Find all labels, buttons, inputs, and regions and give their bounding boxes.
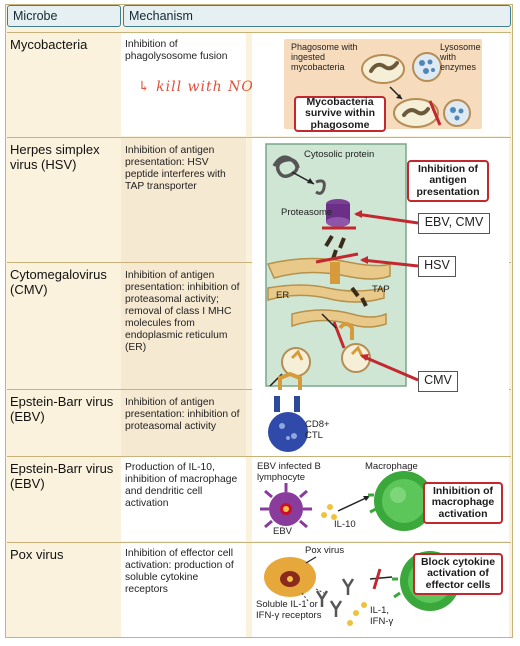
- mechanism-text: Production of IL-10, inhibition of macro…: [125, 462, 238, 509]
- cytokine-block-callout: Block cytokine activation of effector ce…: [413, 553, 503, 595]
- mycobacteria-callout: Mycobacteria survive within phagosome: [294, 96, 386, 132]
- proteasome-label: Proteasome: [281, 207, 333, 218]
- mechanism-cell: [121, 457, 246, 541]
- row-divider: [7, 542, 511, 543]
- tag-hsv: HSV: [418, 256, 456, 277]
- mechanism-text: Inhibition of phagolysosome fusion: [125, 39, 228, 62]
- mechanism-text: Inhibition of antigen presentation: inhi…: [125, 397, 240, 432]
- microbe-name: Epstein-Barr virus (EBV): [10, 461, 114, 491]
- antigen-presentation-diagram: [265, 143, 419, 452]
- mechanism-column-shade: [121, 137, 246, 456]
- macrophage-inhibition-callout: Inhibition of macrophage activation: [423, 482, 503, 524]
- row-divider: [7, 456, 511, 457]
- row-divider: [7, 137, 511, 138]
- macrophage-label: Macrophage: [365, 461, 418, 472]
- er-label: ER: [276, 290, 290, 301]
- ebv-infected-b-cell-label: EBV infected B lymphocyte: [257, 461, 321, 483]
- cytokines-label: IL-1, IFN-γ: [370, 605, 394, 627]
- lysosome-label: Lysosome with enzymes: [440, 42, 481, 72]
- microbe-name: Herpes simplex virus (HSV): [10, 142, 100, 172]
- microbe-name: Mycobacteria: [10, 37, 88, 52]
- microbe-name: Cytomegalovirus (CMV): [10, 267, 107, 297]
- mechanism-cell: [121, 543, 246, 637]
- ebv-label: EBV: [273, 526, 293, 537]
- soluble-receptors-label: Soluble IL-1 or IFN-γ receptors: [256, 599, 322, 621]
- phagosome-label: Phagosome with ingested mycobacteria: [291, 42, 358, 72]
- mechanism-text: Inhibition of antigen presentation: HSV …: [125, 145, 226, 192]
- pox-virus-label: Pox virus: [305, 545, 345, 556]
- ebv-il10-diagram: [260, 471, 434, 531]
- column-header-mechanism: Mechanism: [123, 5, 511, 27]
- row-divider: [7, 32, 511, 33]
- column-header-microbe: Microbe: [7, 5, 121, 27]
- mechanism-text: Inhibition of effector cell activation: …: [125, 548, 234, 595]
- tap-label: TAP: [372, 284, 390, 295]
- cd8-ctl-label: CD8+ CTL: [305, 419, 330, 441]
- handwritten-annotation: ↳ kill with NO: [138, 79, 254, 95]
- il10-label: IL-10: [334, 519, 356, 530]
- antigen-presentation-callout: Inhibition of antigen presentation: [407, 160, 489, 202]
- microbe-name: Pox virus: [10, 547, 64, 562]
- tag-cmv: CMV: [418, 371, 458, 392]
- mechanism-cell: [121, 33, 246, 136]
- microbe-name: Epstein-Barr virus (EBV): [10, 394, 114, 424]
- cytosolic-protein-label: Cytosolic protein: [304, 149, 375, 160]
- tag-ebv-cmv: EBV, CMV: [418, 213, 490, 234]
- mechanism-text: Inhibition of antigen presentation: inhi…: [125, 270, 240, 353]
